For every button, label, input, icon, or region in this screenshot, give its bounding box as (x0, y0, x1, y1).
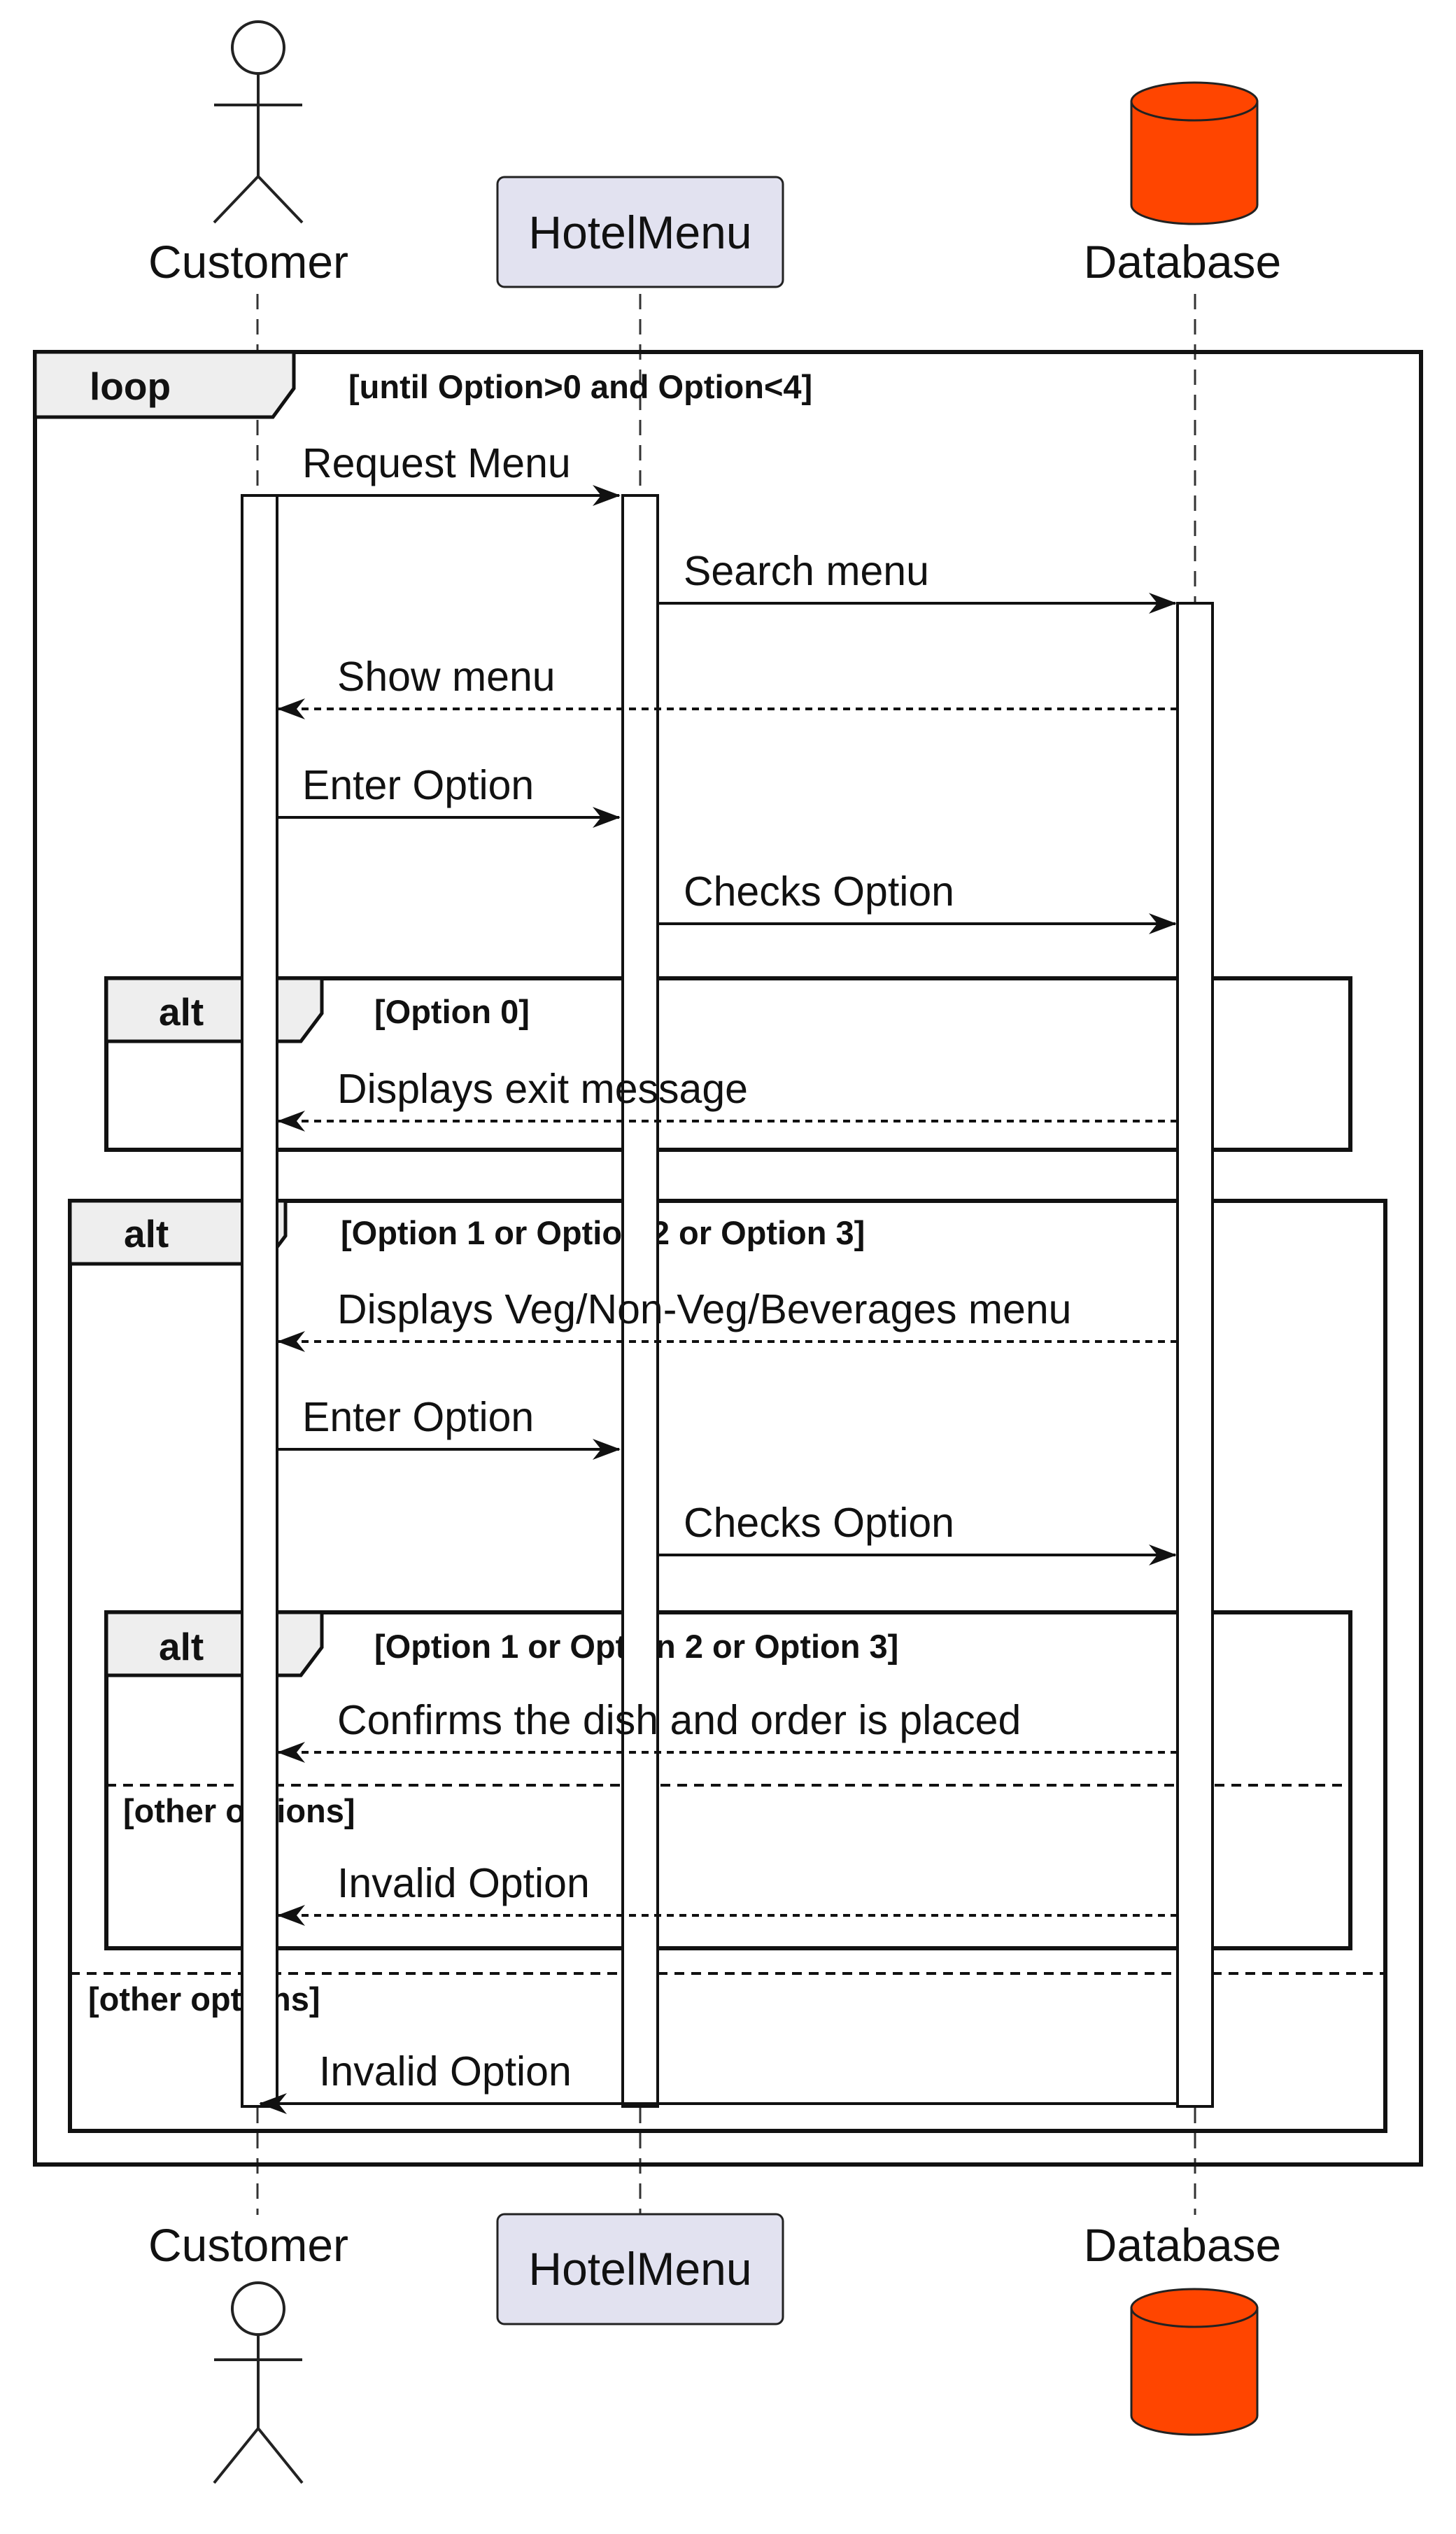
alt-exit-fragment: alt [Option 0] (104, 976, 1352, 1152)
message-request-menu: Request Menu (277, 440, 621, 506)
message-label: Checks Option (684, 1500, 954, 1546)
hotelmenu-participant-bottom: HotelMenu (496, 2213, 784, 2325)
customer-label-top: Customer (148, 236, 348, 288)
message-label: Show menu (337, 654, 556, 700)
message-enter-option: Enter Option (277, 762, 621, 828)
message-label: Displays exit message (337, 1066, 748, 1112)
alt-menu-fragment: alt [Option 1 or Option 2 or Option 3] [… (68, 1199, 1387, 2133)
message-label: Checks Option (684, 868, 954, 915)
message-show-menu: Show menu (277, 654, 1178, 719)
alt-menu-guard: [Option 1 or Option 2 or Option 3] (341, 1214, 865, 1251)
customer-actor-top (213, 20, 304, 224)
hotelmenu-participant-top: HotelMenu (496, 176, 784, 288)
database-icon (1130, 2288, 1259, 2436)
message-label: Confirms the dish and order is placed (337, 1697, 1021, 1743)
loop-fragment: loop [until Option>0 and Option<4] (33, 350, 1423, 2167)
database-participant-top (1130, 81, 1259, 225)
message-displays-menu: Displays Veg/Non-Veg/Beverages menu (277, 1286, 1178, 1352)
loop-guard: [until Option>0 and Option<4] (348, 368, 812, 405)
message-label: Displays Veg/Non-Veg/Beverages menu (337, 1286, 1072, 1332)
message-search-menu: Search menu (658, 548, 1177, 614)
message-label: Invalid Option (337, 1860, 590, 1906)
loop-keyword: loop (90, 365, 171, 408)
message-label: Invalid Option (319, 2048, 572, 2095)
hotelmenu-label-top: HotelMenu (528, 206, 751, 258)
alt-order-keyword: alt (159, 1625, 204, 1668)
alt-order-fragment: alt [Option 1 or Option 2 or Option 3] [… (104, 1610, 1352, 1950)
database-participant-bottom (1130, 2288, 1259, 2436)
message-checks-option-2: Checks Option (658, 1500, 1177, 1565)
message-label: Enter Option (302, 1394, 534, 1440)
message-confirms-order: Confirms the dish and order is placed (277, 1697, 1178, 1763)
customer-activation (241, 494, 278, 2108)
alt-order-else-guard: [other options] (123, 1792, 355, 1829)
actor-head-icon (231, 20, 285, 75)
alt-exit-guard: [Option 0] (374, 993, 530, 1030)
message-enter-option-2: Enter Option (277, 1394, 621, 1460)
customer-label-bottom: Customer (148, 2219, 348, 2271)
customer-actor-bottom (213, 2281, 304, 2484)
message-label: Enter Option (302, 762, 534, 808)
hotelmenu-label-bottom: HotelMenu (528, 2243, 751, 2295)
message-label: Search menu (684, 548, 929, 594)
alt-menu-keyword: alt (124, 1212, 169, 1255)
alt-menu-else-guard: [other options] (88, 1980, 320, 2018)
message-checks-option: Checks Option (658, 868, 1177, 934)
actor-head-icon (231, 2281, 285, 2336)
alt-exit-keyword: alt (159, 990, 204, 1034)
database-icon (1130, 81, 1259, 225)
message-label: Request Menu (302, 440, 571, 486)
hotelmenu-activation (621, 494, 659, 2108)
database-label-bottom: Database (1084, 2219, 1282, 2271)
message-displays-exit: Displays exit message (277, 1066, 1178, 1132)
database-label-top: Database (1084, 236, 1282, 288)
message-invalid-option-2: Invalid Option (259, 2048, 1178, 2114)
message-invalid-option: Invalid Option (277, 1860, 1178, 1926)
database-activation (1176, 602, 1214, 2108)
